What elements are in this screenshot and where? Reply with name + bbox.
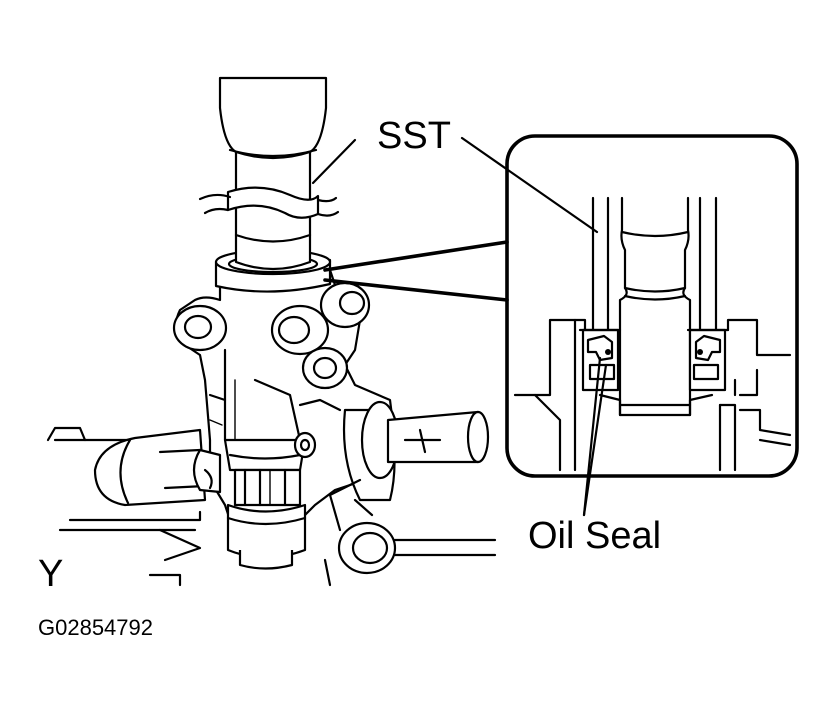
- housing-bottom-cap: [226, 503, 307, 570]
- side-port-shaft: [328, 400, 490, 575]
- view-marker-label: Y: [38, 553, 63, 595]
- oil-seal-leader-b: [582, 363, 608, 517]
- oil-seal-right: [686, 328, 730, 392]
- detail-inset: [460, 134, 799, 517]
- sst-label: SST: [377, 115, 451, 157]
- housing-body: [172, 268, 397, 522]
- sst-leader-line: [311, 138, 357, 185]
- sst-tool: [198, 76, 340, 271]
- oil-seal-label: Oil Seal: [528, 515, 661, 557]
- detail-callout-lines: [323, 240, 509, 302]
- frame-rails: [46, 426, 497, 587]
- oil-seal-leader-a: [582, 356, 602, 517]
- figure-code: G02854792: [38, 615, 153, 640]
- steering-gear-housing: [46, 76, 497, 587]
- left-pipe: [93, 428, 207, 507]
- sst-detail-leader: [460, 136, 599, 234]
